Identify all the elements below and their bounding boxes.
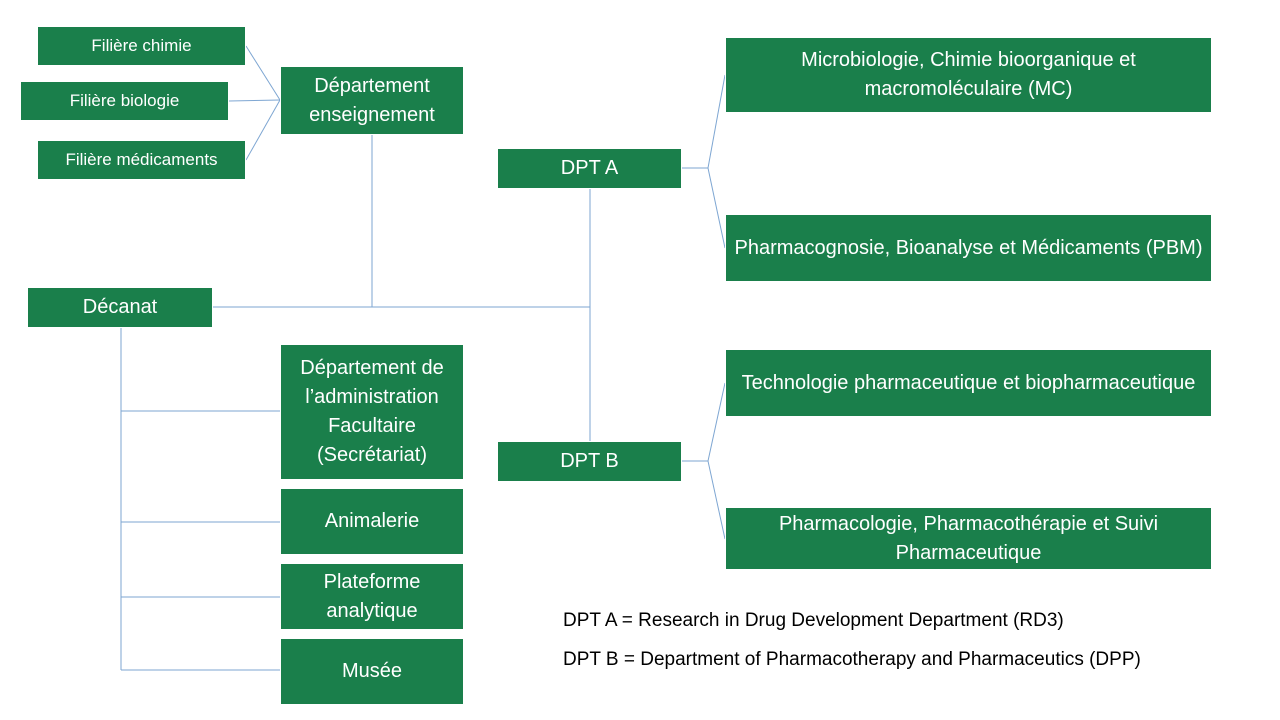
dpt-b-box: DPT B [497, 441, 682, 482]
connector-dpt-a-mc [707, 74, 726, 169]
filiere-biologie-box: Filière biologie [20, 81, 229, 121]
connector-filiere-chimie [245, 45, 281, 101]
filiere-chimie-box: Filière chimie [37, 26, 246, 66]
legend-dpt-a: DPT A = Research in Drug Development Dep… [563, 610, 1064, 631]
unit-pharmacologie-box: Pharmacologie, Pharmacothérapie et Suivi… [725, 507, 1212, 570]
service-plateforme-label: Plateforme analytique [323, 570, 421, 622]
service-animalerie-label: Animalerie [324, 510, 420, 532]
dpt-b-label: DPT B [560, 450, 619, 472]
unit-technologie-label: Technologie pharmaceutique et biopharmac… [741, 371, 1196, 394]
service-administration-box: Département de l’administration Facultai… [280, 344, 464, 480]
connector-dpt-a-pbm [707, 167, 726, 249]
connector-filiere-medicaments [245, 99, 281, 161]
connector-dpt-b-tech [707, 382, 726, 462]
filiere-chimie-label: Filière chimie [91, 36, 192, 55]
service-musee-box: Musée [280, 638, 464, 705]
service-animalerie-box: Animalerie [280, 488, 464, 555]
decanat-label: Décanat [82, 296, 158, 318]
connector-filiere-biologie [228, 99, 281, 102]
unit-mc-box: Microbiologie, Chimie bioorganique et ma… [725, 37, 1212, 113]
filiere-medicaments-label: Filière médicaments [65, 150, 218, 169]
filiere-biologie-label: Filière biologie [69, 91, 180, 110]
dpt-a-label: DPT A [560, 157, 619, 179]
unit-technologie-box: Technologie pharmaceutique et biopharmac… [725, 349, 1212, 417]
decanat-box: Décanat [27, 287, 213, 328]
departement-enseignement-box: Département enseignement [280, 66, 464, 135]
unit-mc-label: Microbiologie, Chimie bioorganique et ma… [801, 49, 1136, 100]
dpt-a-box: DPT A [497, 148, 682, 189]
unit-pharmacologie-label: Pharmacologie, Pharmacothérapie et Suivi… [778, 512, 1159, 564]
connector-dpt-b-pharmaco [707, 460, 726, 540]
service-plateforme-box: Plateforme analytique [280, 563, 464, 630]
service-administration-label: Département de l’administration Facultai… [300, 357, 444, 466]
service-musee-label: Musée [341, 660, 403, 682]
legend-dpt-b: DPT B = Department of Pharmacotherapy an… [563, 649, 1141, 670]
departement-enseignement-label: Département enseignement [309, 74, 435, 126]
filiere-medicaments-box: Filière médicaments [37, 140, 246, 180]
unit-pbm-label: Pharmacognosie, Bioanalyse et Médicament… [734, 236, 1203, 259]
unit-pbm-box: Pharmacognosie, Bioanalyse et Médicament… [725, 214, 1212, 282]
